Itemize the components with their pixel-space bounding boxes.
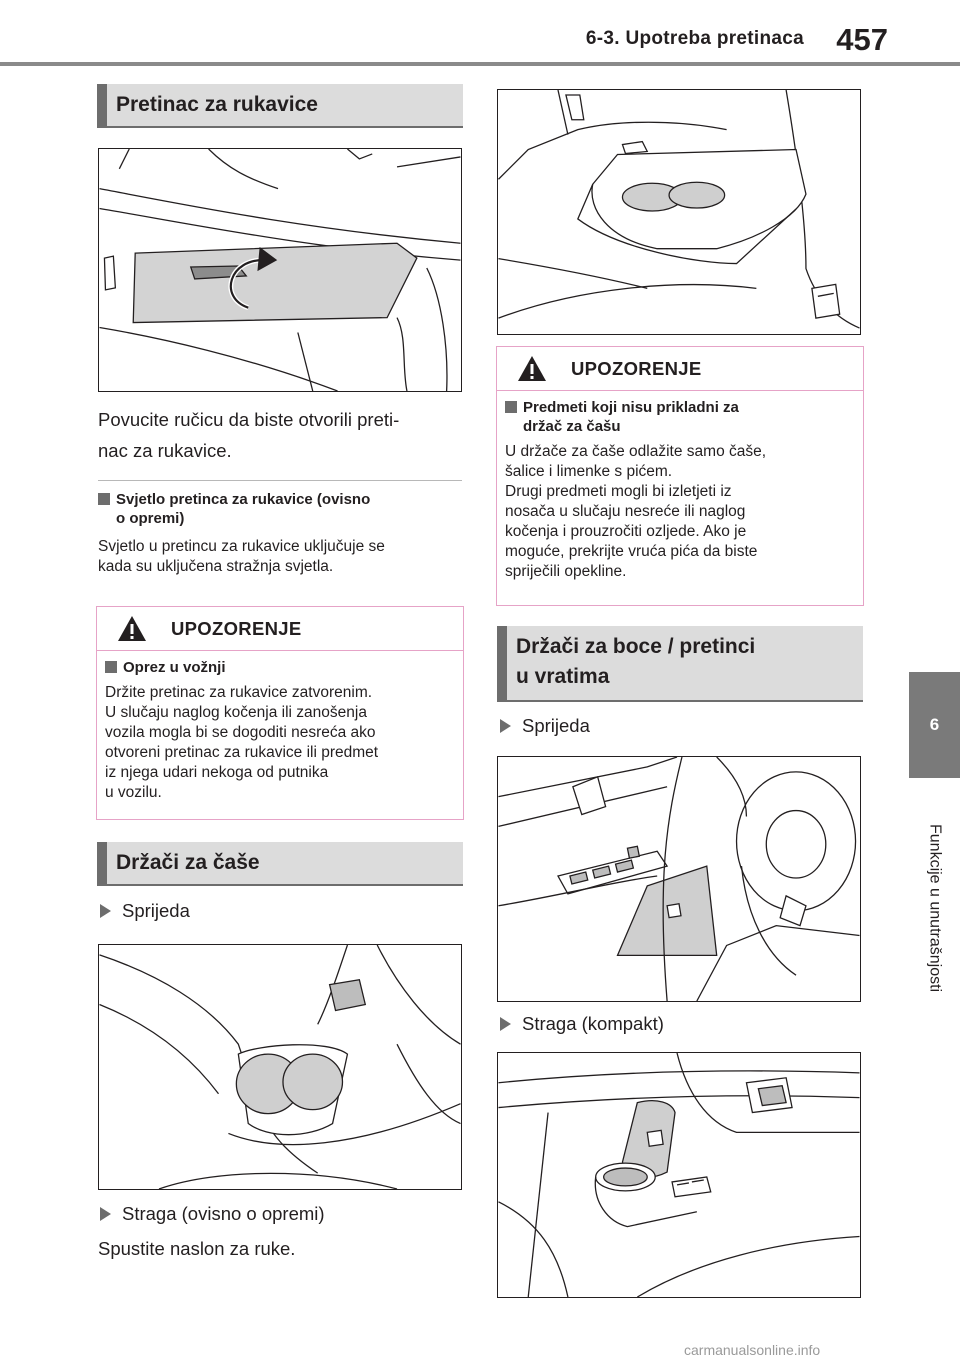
warning-body: Oprez u vožnji Držite pretinac za rukavi… <box>97 651 463 803</box>
warning-header: UPOZORENJE <box>97 607 463 651</box>
chapter-label-text: Funkcije u unutrašnjosti <box>926 823 944 993</box>
section-heading-line-1: Držači za boce / pretinci <box>516 635 756 658</box>
bullet-front-door-pocket: Sprijeda <box>498 714 590 738</box>
bullet-rear-cupholder: Straga (ovisno o opremi) <box>98 1202 325 1226</box>
section-heading-cupholders: Držači za čaše <box>97 842 463 886</box>
warning-title: UPOZORENJE <box>171 617 302 639</box>
warning-text: U držače za čaše odlažite samo čaše, šal… <box>505 443 767 580</box>
warning-subheading-line-2: držač za čašu <box>523 418 621 435</box>
rear-cupholder-note: Spustite naslon za ruke. <box>98 1238 296 1259</box>
glovebox-light-text-line-2: kada su uključena stražnja svjetla. <box>98 558 334 575</box>
bullet-rear-door-pocket: Straga (kompakt) <box>498 1012 664 1036</box>
figure-rear-door-pocket <box>497 1052 861 1298</box>
warning-box-right: UPOZORENJE Predmeti koji nisu prikladni … <box>496 346 864 606</box>
warning-triangle-icon <box>518 356 546 381</box>
warning-subheading-line-1: Predmeti koji nisu prikladni za <box>523 399 739 416</box>
chapter-label: Funkcije u unutrašnjosti <box>909 788 960 1028</box>
figure-glovebox <box>98 148 462 392</box>
glovebox-light-text-line-1: Svjetlo u pretincu za rukavice uključuje… <box>98 538 385 555</box>
section-heading-text: Držači za čaše <box>116 850 260 874</box>
warning-title: UPOZORENJE <box>571 357 702 379</box>
chapter-tab[interactable]: 6 <box>909 672 960 778</box>
warning-subheading: Oprez u vožnji <box>105 658 455 677</box>
warning-triangle-icon <box>118 616 146 641</box>
figure-front-cupholder <box>98 944 462 1190</box>
warning-text: Držite pretinac za rukavice zatvorenim. … <box>105 684 379 801</box>
subheading-line-2: o opremi) <box>116 510 185 527</box>
section-heading-line-2: u vratima <box>516 665 610 689</box>
figure-front-door-pocket <box>497 756 861 1002</box>
header-rule <box>0 62 960 66</box>
page-number: 457 <box>836 22 888 57</box>
section-heading-bottles: Držači za boce / pretinci u vratima <box>497 626 863 702</box>
warning-subheading: Predmeti koji nisu prikladni za držač za… <box>505 398 855 436</box>
watermark: carmanualsonline.info <box>684 1342 821 1358</box>
divider <box>98 480 462 481</box>
figure-rear-cupholder <box>497 89 861 335</box>
glovebox-caption-line-1: Povucite ručicu da biste otvorili preti- <box>98 409 400 430</box>
running-header-title: 6-3. Upotreba pretinaca <box>585 28 804 49</box>
warning-body: Predmeti koji nisu prikladni za držač za… <box>497 391 863 582</box>
warning-header: UPOZORENJE <box>497 347 863 391</box>
glovebox-caption-line-2: nac za rukavice. <box>98 440 232 461</box>
subheading-line-1: Svjetlo pretinca za rukavice (ovisno <box>116 491 371 508</box>
warning-box-left: UPOZORENJE Oprez u vožnji Držite pretina… <box>96 606 464 820</box>
section-heading-text: Pretinac za rukavice <box>116 92 318 116</box>
bullet-front-cupholder: Sprijeda <box>98 899 190 923</box>
section-heading-glovebox: Pretinac za rukavice <box>97 84 463 128</box>
subheading-glovebox-light: Svjetlo pretinca za rukavice (ovisno o o… <box>98 490 462 528</box>
